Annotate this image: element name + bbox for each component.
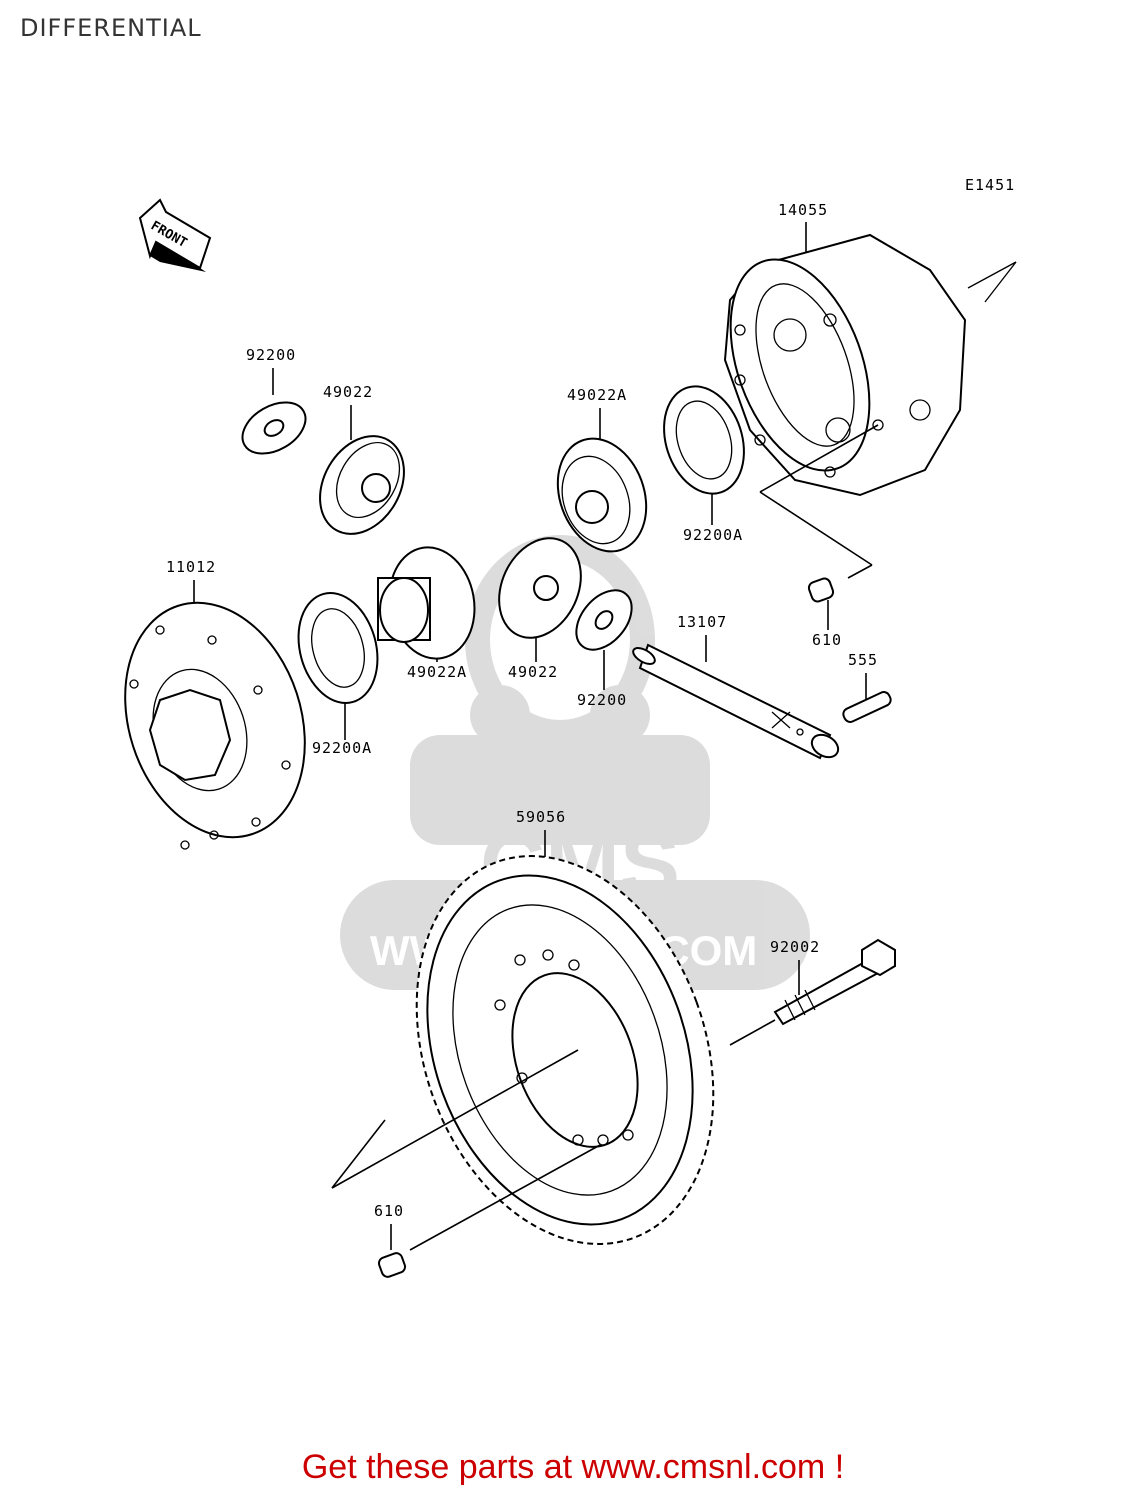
part-49022A-gear-lower: 49022A [377, 546, 476, 681]
part-14055-case: 14055 [723, 201, 1017, 579]
part-label-610-lower: 610 [374, 1202, 404, 1220]
part-label-11012: 11012 [166, 558, 216, 576]
part-555-pin: 555 [842, 651, 892, 723]
part-label-92200A-top: 92200A [683, 526, 743, 544]
front-arrow-icon: FRONT [138, 198, 212, 272]
part-label-49022-lower: 49022 [508, 663, 558, 681]
part-49022-gear-lower: 49022 [498, 537, 582, 681]
diagram-code: E1451 [965, 176, 1015, 194]
part-label-49022A-top: 49022A [567, 386, 627, 404]
part-59056-ring-gear: 59056 [331, 808, 715, 1245]
part-92200A-washer-top: 92200A [663, 385, 745, 544]
part-92200A-washer-lower: 92200A [297, 592, 379, 757]
part-label-49022-top: 49022 [323, 383, 373, 401]
page-title: DIFFERENTIAL [20, 14, 202, 42]
part-label-49022A-lower: 49022A [407, 663, 467, 681]
part-label-92200-lower: 92200 [577, 691, 627, 709]
part-label-92200-top: 92200 [246, 346, 296, 364]
part-610-pin-upper: 610 [807, 577, 842, 649]
part-label-92002: 92002 [770, 938, 820, 956]
part-label-59056: 59056 [516, 808, 566, 826]
part-92200-washer-top: 92200 [241, 346, 307, 455]
part-49022-gear-top: 49022 [319, 383, 405, 535]
part-11012-flange: 11012 [124, 558, 306, 850]
part-label-610-upper: 610 [812, 631, 842, 649]
part-610-pin-lower: 610 [374, 1144, 601, 1278]
footer-link[interactable]: Get these parts at www.cmsnl.com ! [301, 1448, 845, 1486]
part-label-92200A-lower: 92200A [312, 739, 372, 757]
part-92002-bolt: 92002 [729, 938, 896, 1046]
part-label-13107: 13107 [677, 613, 727, 631]
exploded-parts-diagram: CMS WWW.CMSNL.COM E1451 FRONT 14055 9220… [124, 176, 1017, 1278]
part-13107-shaft: 13107 [632, 613, 840, 760]
part-label-14055: 14055 [778, 201, 828, 219]
part-49022A-gear-top: 49022A [556, 386, 648, 553]
part-label-555: 555 [848, 651, 878, 669]
part-92200-washer-lower: 92200 [575, 589, 633, 709]
